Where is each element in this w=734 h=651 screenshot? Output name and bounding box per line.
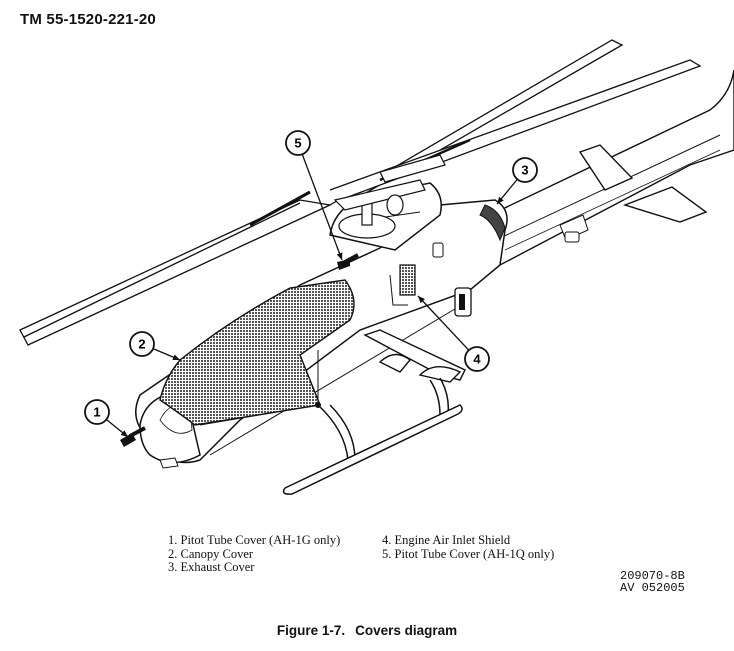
landing-skids <box>282 377 463 495</box>
leader-line <box>417 295 470 351</box>
callout-number: 5 <box>294 136 301 151</box>
callout-circle <box>285 130 311 156</box>
callout-number: 2 <box>138 337 145 352</box>
reference-code: 209070-8B <box>620 569 685 583</box>
callout-3: 3 <box>496 157 538 205</box>
callout-4: 4 <box>417 295 490 372</box>
callout-number: 1 <box>93 405 100 420</box>
legend-item-5: 5. Pitot Tube Cover (AH-1Q only) <box>382 546 555 561</box>
horizontal-stabilizer <box>622 186 708 223</box>
leader-line <box>301 154 343 261</box>
exhaust-cover <box>479 204 506 242</box>
stub-wing <box>363 329 466 383</box>
canopy-cover <box>159 279 355 426</box>
rotor-hub <box>333 154 446 239</box>
callout-circle <box>464 346 490 372</box>
figure-number: Figure 1-7. <box>276 623 346 638</box>
arrowhead-icon <box>120 430 128 437</box>
document-header: TM 55-1520-221-20 <box>20 11 156 28</box>
arrowhead-icon <box>497 196 504 204</box>
pitot-tube-cover-ah1g <box>120 426 146 447</box>
figure-title: Covers diagram <box>355 623 458 638</box>
arrowhead-icon <box>336 252 343 260</box>
callout-circle <box>84 399 110 425</box>
legend-item-1: 1. Pitot Tube Cover (AH-1G only) <box>168 533 341 547</box>
tail-boom <box>489 69 734 267</box>
callout-circle <box>129 331 155 357</box>
legend-column-2: 4. Engine Air Inlet Shield 5. Pitot Tube… <box>382 533 555 561</box>
reference-code: AV 052005 <box>620 581 685 595</box>
legend-column-1: 1. Pitot Tube Cover (AH-1G only) 2. Cano… <box>168 533 341 575</box>
legend-item-2: 2. Canopy Cover <box>168 546 254 561</box>
figure-reference-codes: 209070-8B AV 052005 <box>620 570 685 594</box>
vertical-fin <box>578 144 634 191</box>
pitot-tube-cover-ah1q <box>337 253 359 270</box>
callout-number: 3 <box>521 163 528 178</box>
engine-air-inlet-shield <box>399 264 416 296</box>
callout-number: 4 <box>473 352 481 367</box>
callout-5: 5 <box>285 130 343 261</box>
legend-item-4: 4. Engine Air Inlet Shield <box>382 533 511 547</box>
callout-circle <box>512 157 538 183</box>
callout-1: 1 <box>84 399 129 438</box>
legend-item-3: 3. Exhaust Cover <box>168 560 255 574</box>
arrowhead-icon <box>172 354 180 361</box>
callout-2: 2 <box>129 331 181 361</box>
arrowhead-icon <box>418 296 425 304</box>
callout-group: 1 2 3 4 5 <box>84 130 538 438</box>
figure-caption: Figure 1-7. Covers diagram <box>0 623 734 638</box>
